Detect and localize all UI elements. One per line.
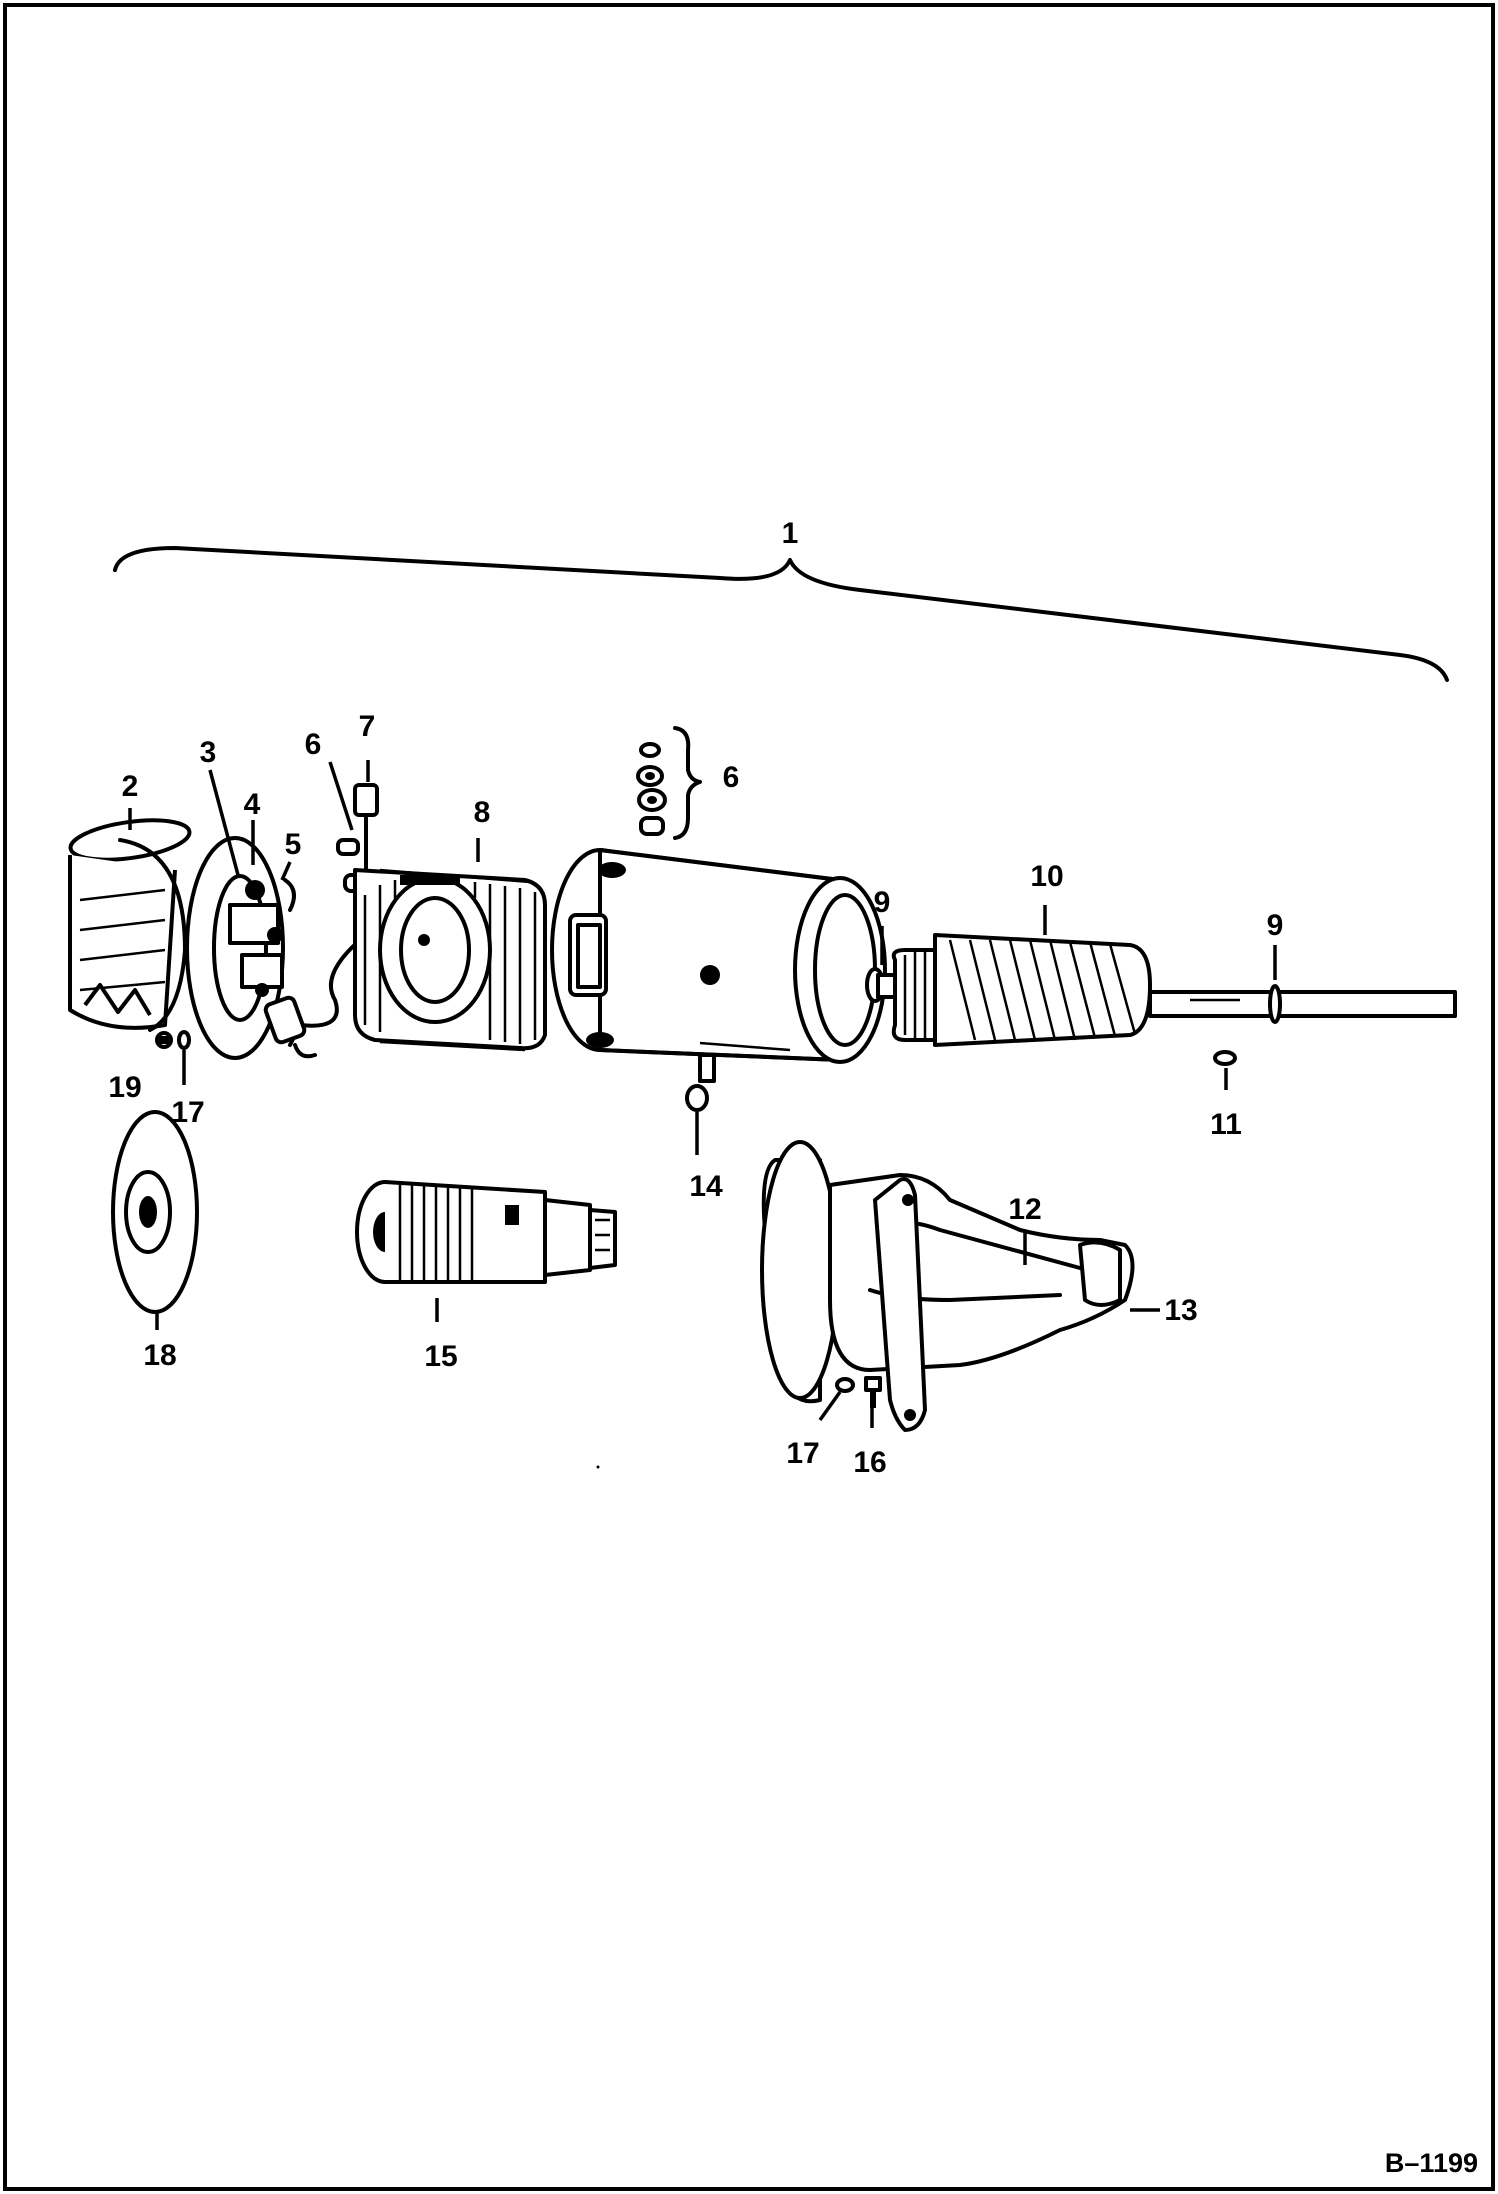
part-17-washer-right: [835, 1377, 855, 1393]
callout-1: 1: [782, 517, 799, 550]
part-15-drive-assembly: [355, 1180, 617, 1284]
page-border: [3, 3, 1495, 2191]
part-17-washer-left: [177, 1030, 191, 1050]
field-lead-wire: [263, 938, 362, 1059]
callout-6-hardware: 6: [723, 761, 740, 794]
part-11-key: [1213, 1050, 1237, 1066]
callout-19: 19: [108, 1071, 141, 1104]
callout-9-right: 9: [1267, 909, 1284, 942]
callout-17-left: 17: [171, 1096, 204, 1129]
callout-3: 3: [200, 736, 217, 769]
callout-2: 2: [122, 770, 139, 803]
part-10-armature: [876, 933, 1457, 1047]
callout-9-left: 9: [874, 886, 891, 919]
callout-7: 7: [359, 710, 376, 743]
callout-16: 16: [853, 1446, 886, 1479]
callout-11: 11: [1210, 1108, 1242, 1141]
callout-6-terminal: 6: [305, 728, 322, 761]
part-14-screw: [685, 1053, 716, 1112]
part-2-band: [68, 818, 192, 1032]
callout-14: 14: [689, 1170, 723, 1203]
part-8-field-coil: [353, 868, 547, 1052]
part-6-hardware-stack: [636, 726, 702, 840]
callout-labels: 1 2 3 4 5 6 7 8 6 9 10 9 11 19 17 14 12 …: [108, 517, 1283, 1479]
part-12-drive-housing: [760, 1140, 1135, 1432]
callout-5: 5: [285, 828, 302, 861]
callout-8: 8: [474, 796, 491, 829]
figure-reference: B–1199: [1385, 2148, 1478, 2178]
print-speck: [596, 1465, 600, 1469]
callout-17-right: 17: [786, 1437, 819, 1470]
part-16-screw: [864, 1376, 882, 1408]
part-19-screw: [155, 1031, 173, 1049]
leader-lines: [128, 760, 1277, 1428]
callout-12: 12: [1008, 1193, 1041, 1226]
part-3-end-plate: [185, 836, 296, 1060]
part-6-nut: [336, 838, 360, 856]
part-18-cover-plate: [111, 1110, 199, 1314]
part-9-snap-ring-right: [1268, 984, 1282, 1024]
callout-4: 4: [244, 788, 261, 821]
frame-housing: [550, 848, 887, 1064]
callout-10: 10: [1030, 860, 1063, 893]
callout-13: 13: [1164, 1294, 1197, 1327]
callout-18: 18: [143, 1339, 176, 1372]
callout-15: 15: [424, 1340, 457, 1373]
assembly-brace: [113, 546, 1449, 682]
